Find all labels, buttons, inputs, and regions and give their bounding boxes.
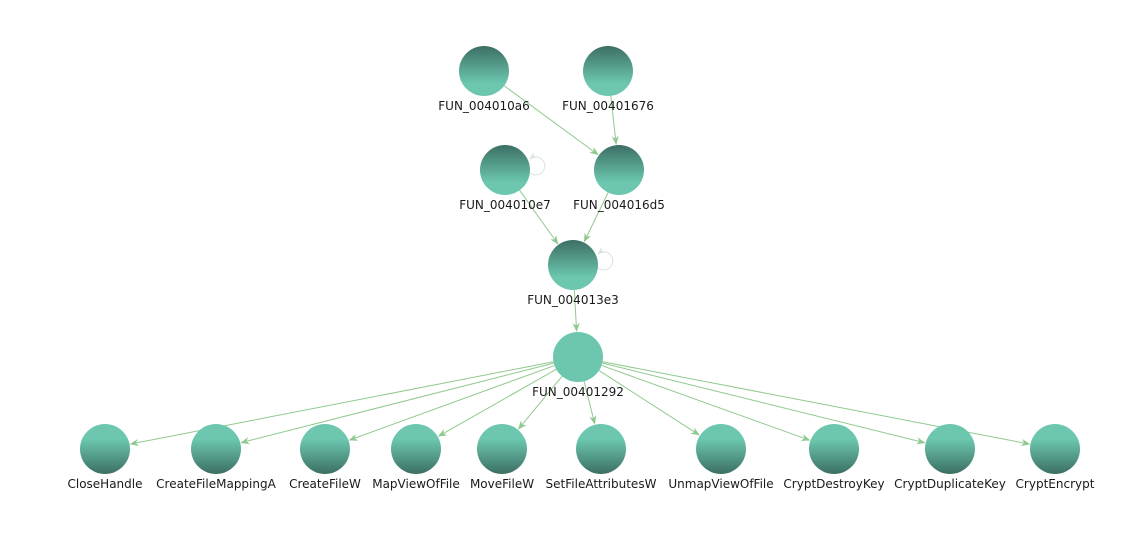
- node-circle[interactable]: [809, 424, 859, 474]
- call-edge-fun-004010a6-to-fun-004016d5[interactable]: [503, 85, 599, 156]
- node-fun-004010a6[interactable]: FUN_004010a6: [438, 46, 530, 113]
- node-label: CryptDestroyKey: [783, 477, 884, 491]
- node-fun-004013e3[interactable]: FUN_004013e3: [527, 240, 619, 307]
- node-cryptduplicatekey[interactable]: CryptDuplicateKey: [894, 424, 1006, 491]
- call-edge-fun-004016d5-to-fun-004013e3[interactable]: [583, 192, 609, 243]
- node-fun-004010e7[interactable]: FUN_004010e7: [459, 145, 551, 212]
- call-edge-fun-00401292-to-mapviewoffile[interactable]: [437, 368, 557, 437]
- node-circle[interactable]: [548, 240, 598, 290]
- self-call-loop-fun-004010e7: [526, 151, 546, 176]
- call-edge-fun-00401292-to-cryptdestroykey[interactable]: [601, 364, 811, 441]
- node-circle[interactable]: [191, 424, 241, 474]
- node-circle[interactable]: [459, 46, 509, 96]
- node-label: MapViewOfFile: [372, 477, 460, 491]
- node-circle[interactable]: [1030, 424, 1080, 474]
- node-circle[interactable]: [80, 424, 130, 474]
- node-label: CloseHandle: [67, 477, 142, 491]
- call-edge-fun-00401292-to-setfileattributesw[interactable]: [583, 381, 597, 425]
- node-circle[interactable]: [594, 145, 644, 195]
- call-edge-fun-00401292-to-createfilemappinga[interactable]: [240, 362, 554, 445]
- node-cryptencrypt[interactable]: CryptEncrypt: [1016, 424, 1095, 491]
- node-fun-00401676[interactable]: FUN_00401676: [562, 46, 654, 113]
- node-label: UnmapViewOfFile: [668, 477, 773, 491]
- node-closehandle[interactable]: CloseHandle: [67, 424, 143, 491]
- node-createfilew[interactable]: CreateFileW: [289, 424, 361, 491]
- node-fun-00401292[interactable]: FUN_00401292: [532, 332, 624, 399]
- node-unmapviewoffile[interactable]: UnmapViewOfFile: [668, 424, 774, 491]
- node-circle[interactable]: [300, 424, 350, 474]
- node-circle[interactable]: [391, 424, 441, 474]
- node-mapviewoffile[interactable]: MapViewOfFile: [372, 424, 460, 491]
- call-edge-fun-00401676-to-fun-004016d5[interactable]: [610, 95, 619, 146]
- node-circle[interactable]: [553, 332, 603, 382]
- call-edge-fun-004013e3-to-fun-00401292[interactable]: [572, 289, 580, 332]
- node-cryptdestroykey[interactable]: CryptDestroyKey: [783, 424, 885, 491]
- call-edge-fun-00401292-to-movefilew[interactable]: [517, 375, 563, 430]
- node-circle[interactable]: [477, 424, 527, 474]
- node-label: FUN_004013e3: [527, 293, 619, 307]
- node-label: CreateFileMappingA: [156, 477, 276, 491]
- node-label: CryptDuplicateKey: [894, 477, 1006, 491]
- node-label: FUN_004010e7: [459, 198, 551, 212]
- node-label: FUN_004016d5: [573, 198, 665, 212]
- node-movefilew[interactable]: MoveFileW: [470, 424, 534, 491]
- node-circle[interactable]: [576, 424, 626, 474]
- node-label: CreateFileW: [289, 477, 361, 491]
- node-setfileattributesw[interactable]: SetFileAttributesW: [546, 424, 657, 491]
- node-createfilemappinga[interactable]: CreateFileMappingA: [156, 424, 277, 491]
- call-edge-fun-00401292-to-unmapviewoffile[interactable]: [598, 370, 700, 436]
- self-call-loop-fun-004013e3: [594, 246, 614, 271]
- node-label: FUN_00401292: [532, 385, 624, 399]
- call-edge-fun-00401292-to-createfilew[interactable]: [348, 365, 555, 441]
- node-circle[interactable]: [480, 145, 530, 195]
- call-edge-fun-004010e7-to-fun-004013e3[interactable]: [519, 190, 559, 245]
- node-fun-004016d5[interactable]: FUN_004016d5: [573, 145, 665, 212]
- node-label: CryptEncrypt: [1016, 477, 1095, 491]
- node-label: SetFileAttributesW: [546, 477, 657, 491]
- node-circle[interactable]: [583, 46, 633, 96]
- node-label: FUN_00401676: [562, 99, 654, 113]
- node-label: FUN_004010a6: [438, 99, 529, 113]
- node-circle[interactable]: [696, 424, 746, 474]
- call-edge-fun-00401292-to-cryptduplicatekey[interactable]: [602, 362, 926, 445]
- node-label: MoveFileW: [470, 477, 534, 491]
- self-call-loops-layer: [526, 151, 614, 271]
- node-circle[interactable]: [925, 424, 975, 474]
